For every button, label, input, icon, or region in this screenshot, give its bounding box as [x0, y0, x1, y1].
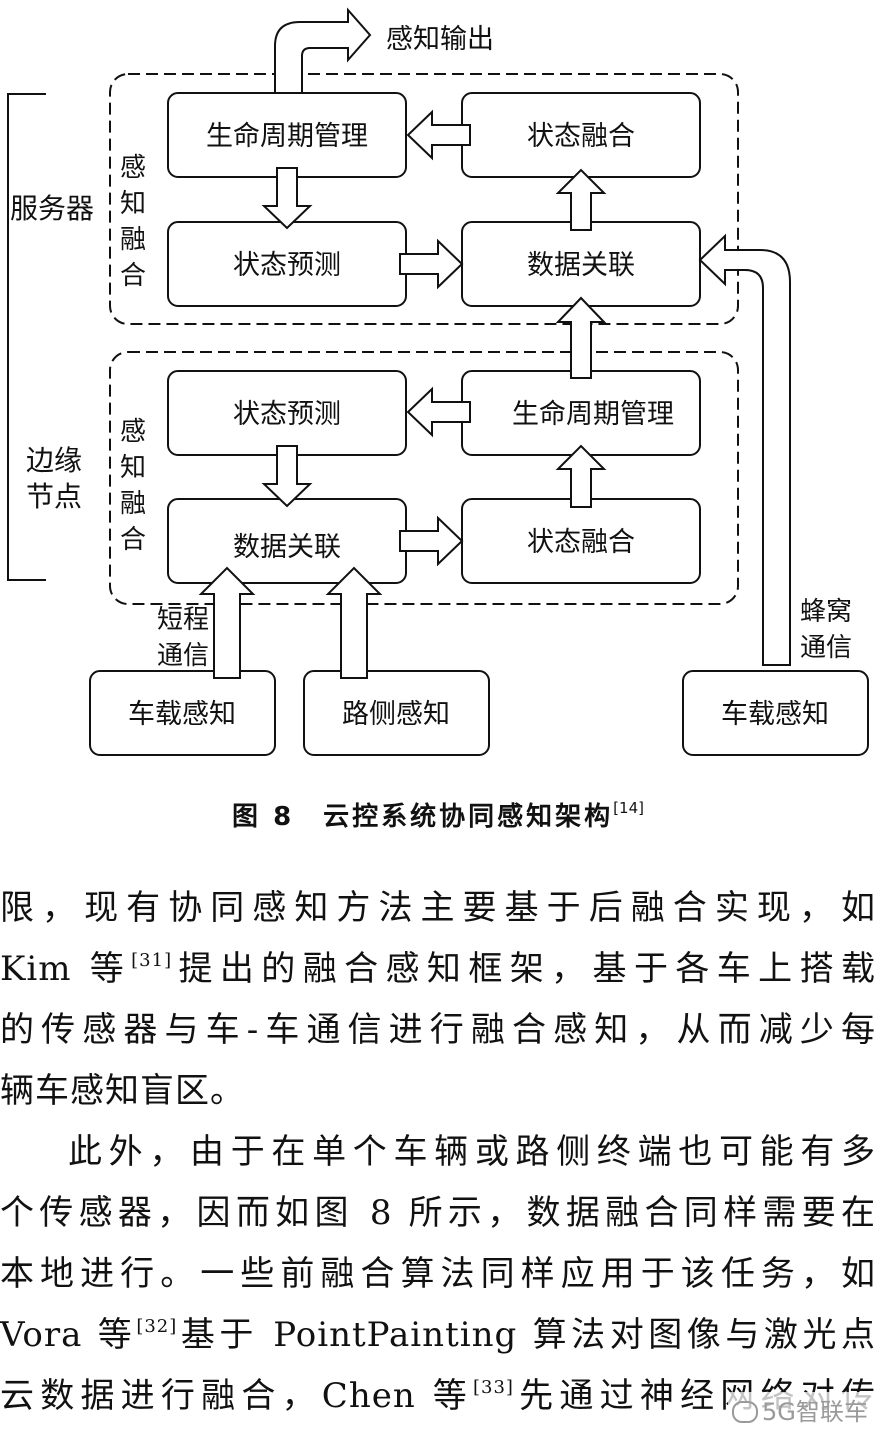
wechat-icon — [732, 1401, 758, 1423]
edge-group-label-3: 融 — [120, 489, 146, 519]
para-1-line-2: Kim 等[31]提出的融合感知框架，基于各车上搭载 — [0, 949, 876, 989]
arrow-predict-to-assoc — [399, 238, 464, 290]
para-1-line-4: 辆车感知盲区。 — [0, 1071, 245, 1111]
server-group-label-2: 知 — [120, 189, 146, 219]
arrow-cellular-to-server — [698, 233, 791, 666]
server-lifecycle-label: 生命周期管理 — [206, 121, 368, 152]
arrow-road-to-edge — [325, 566, 383, 679]
cellular-comm-label-1: 蜂窝 — [800, 597, 852, 627]
citation: [33] — [473, 1377, 514, 1398]
arrow-edge-to-server — [555, 296, 607, 379]
server-group-label-1: 感 — [120, 153, 146, 183]
watermark: 5G智联车 — [728, 1392, 872, 1427]
edge-data-assoc-label: 数据关联 — [233, 532, 341, 563]
edge-state-fusion-label: 状态融合 — [527, 527, 635, 558]
edge-group-label-2: 知 — [120, 453, 146, 483]
arrow-edge-predict-to-assoc — [261, 445, 313, 508]
body-text: 限，现有协同感知方法主要基于后融合实现，如 Kim 等[31]提出的融合感知框架… — [0, 878, 876, 1427]
road-sense-label: 路侧感知 — [342, 699, 450, 730]
arrow-lifecycle-to-predict — [261, 167, 313, 230]
edge-label-2: 节点 — [26, 480, 82, 513]
cellular-comm-label-2: 通信 — [800, 633, 852, 663]
figure-caption: 图 8 云控系统协同感知架构[14] — [0, 796, 876, 833]
edge-group-label-4: 合 — [120, 525, 146, 555]
bracket-line — [7, 93, 46, 581]
road-sense-box — [303, 670, 490, 756]
figure-caption-ref: [14] — [613, 799, 644, 817]
para-2-line-2: 个传感器，因而如图 8 所示，数据融合同样需要在 — [0, 1193, 876, 1233]
server-label: 服务器 — [10, 192, 94, 225]
vehicle-sense-label-2: 车载感知 — [721, 699, 829, 730]
vehicle-sense-box-1 — [89, 670, 276, 756]
vehicle-sense-box-2 — [682, 670, 869, 756]
server-fusion-group — [109, 73, 739, 325]
arrow-fusion-to-lifecycle — [406, 109, 471, 161]
edge-fusion-group — [109, 351, 739, 605]
server-state-fusion-label: 状态融合 — [527, 121, 635, 152]
short-comm-label-1: 短程 — [157, 605, 209, 635]
vehicle-sense-label-1: 车载感知 — [128, 699, 236, 730]
para-1-line-3: 的传感器与车-车通信进行融合感知，从而减少每 — [0, 1010, 876, 1050]
edge-group-label-1: 感 — [120, 417, 146, 447]
edge-label-1: 边缘 — [26, 444, 82, 477]
arrow-edge-lifecycle-to-predict — [406, 386, 471, 438]
short-comm-label-2: 通信 — [157, 641, 209, 671]
server-state-predict-label: 状态预测 — [233, 250, 341, 281]
figure-caption-text: 图 8 云控系统协同感知架构 — [232, 802, 614, 832]
arrow-edge-fusion-to-lifecycle — [555, 444, 607, 508]
para-1-line-1: 限，现有协同感知方法主要基于后融合实现，如 — [0, 888, 876, 928]
server-group-label-3: 融 — [120, 225, 146, 255]
para-2-line-5: 云数据进行融合，Chen 等[33]先通过神经网络对传 — [0, 1376, 876, 1416]
para-2-line-4: Vora 等[32]基于 PointPainting 算法对图像与激光点 — [0, 1315, 876, 1355]
edge-lifecycle-label: 生命周期管理 — [512, 399, 674, 430]
server-group-label-4: 合 — [120, 261, 146, 291]
citation: [32] — [136, 1316, 178, 1337]
arrow-assoc-to-fusion — [555, 168, 607, 231]
output-arrow — [274, 7, 372, 101]
arrow-edge-assoc-to-fusion — [399, 515, 464, 567]
edge-state-predict-label: 状态预测 — [233, 399, 341, 430]
para-2-line-3: 本地进行。一些前融合算法同样应用于该任务，如 — [0, 1254, 876, 1294]
output-label: 感知输出 — [386, 24, 494, 55]
server-data-assoc-label: 数据关联 — [527, 250, 635, 281]
architecture-diagram: .box{fill:#fff;stroke:#111;stroke-width:… — [7, 7, 869, 756]
para-2-line-1: 此外，由于在单个车辆或路侧终端也可能有多 — [68, 1132, 876, 1172]
citation: [31] — [131, 950, 173, 971]
arrow-vehicle-to-edge — [198, 566, 256, 679]
